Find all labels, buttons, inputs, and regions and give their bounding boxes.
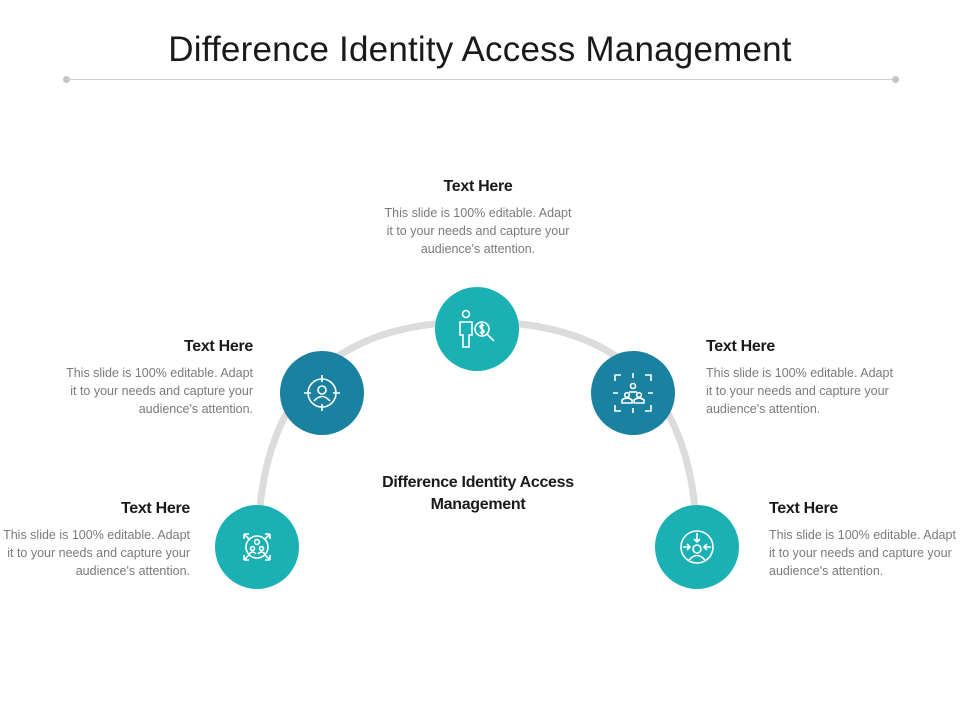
text-block-1: Text Here This slide is 100% editable. A… — [0, 500, 190, 580]
text-block-4-heading: Text Here — [706, 338, 776, 355]
center-label: Difference Identity Access Management — [382, 474, 574, 513]
text-block-4-body: This slide is 100% editable. Adapt it to… — [706, 366, 893, 416]
node-5-circle — [655, 505, 739, 589]
person-money-search-icon — [459, 309, 495, 348]
user-target-icon — [304, 375, 340, 411]
text-block-1-body: This slide is 100% editable. Adapt it to… — [3, 528, 190, 578]
text-block-1-heading: Text Here — [120, 500, 190, 517]
text-block-3-body: This slide is 100% editable. Adapt it to… — [384, 206, 572, 256]
text-block-5: Text Here This slide is 100% editable. A… — [769, 500, 959, 580]
node-4-circle — [591, 351, 675, 435]
text-block-5-heading: Text Here — [769, 500, 839, 517]
node-1-circle — [215, 505, 299, 589]
text-block-2-body: This slide is 100% editable. Adapt it to… — [66, 366, 253, 416]
node-2-circle — [280, 351, 364, 435]
text-block-3: Text Here This slide is 100% editable. A… — [383, 178, 573, 258]
node-3-circle — [435, 287, 519, 371]
group-focus-icon — [613, 373, 653, 413]
arrows-group-icon — [243, 533, 271, 561]
text-block-2-heading: Text Here — [183, 338, 253, 355]
text-block-4: Text Here This slide is 100% editable. A… — [706, 338, 896, 418]
text-block-2: Text Here This slide is 100% editable. A… — [63, 338, 253, 418]
text-block-5-body: This slide is 100% editable. Adapt it to… — [769, 528, 956, 578]
slide-title: Difference Identity Access Management — [168, 30, 792, 69]
title-line-right-dot — [892, 76, 899, 83]
user-arrows-inward-icon — [680, 530, 714, 564]
title-divider — [66, 79, 896, 80]
text-block-3-heading: Text Here — [443, 178, 513, 195]
